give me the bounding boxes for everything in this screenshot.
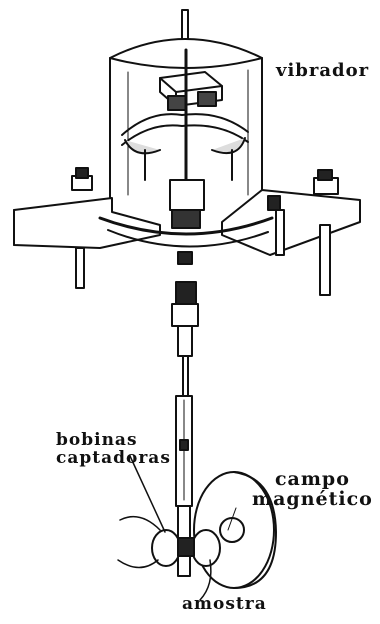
label-campo-line1: campo (252, 470, 373, 490)
vibrator-magnet (160, 72, 222, 110)
label-amostra: amostra (182, 596, 267, 614)
base-plate (14, 180, 360, 255)
label-vibrador: vibrador (276, 62, 369, 81)
label-bobinas-captadoras: bobinas captadoras (56, 432, 171, 468)
label-bobinas-line2: captadoras (56, 450, 171, 468)
suspension-arms (122, 50, 248, 195)
label-campo-magnetico: campo magnético (252, 470, 373, 510)
label-campo-line2: magnético (252, 490, 373, 510)
